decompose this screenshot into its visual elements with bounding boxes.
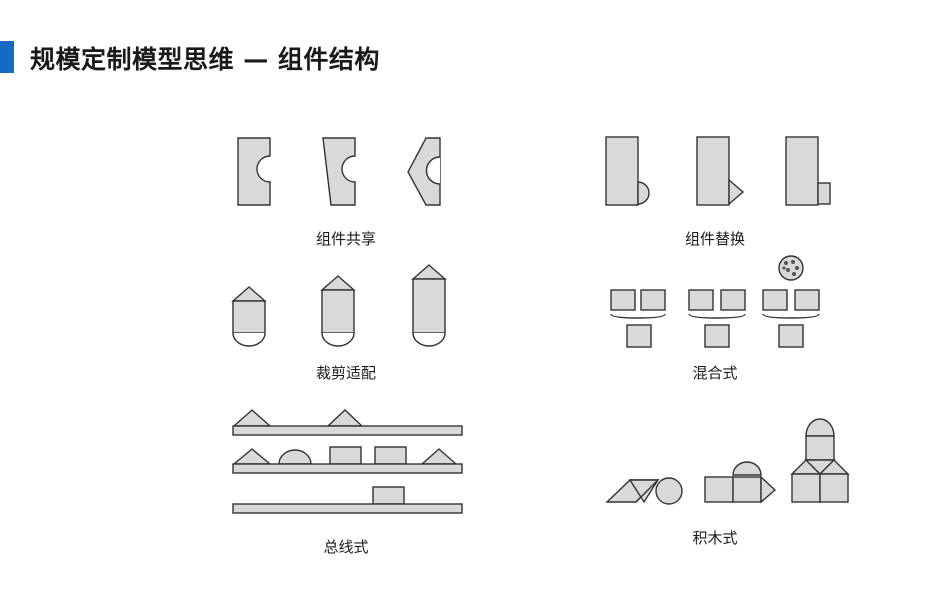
building-blocks-figure — [605, 418, 850, 505]
component-sharing-figure — [237, 137, 441, 206]
swap-body-1 — [605, 136, 639, 206]
swap-part-triangle — [728, 178, 745, 206]
swap-body-3 — [785, 136, 819, 206]
swap-part-semicircle — [637, 181, 650, 205]
bus-bar-1 — [232, 425, 463, 436]
caption-component-swapping: 组件替换 — [684, 230, 746, 248]
caption-bus: 总线式 — [323, 538, 369, 556]
component-swapping-figure — [605, 136, 831, 206]
caption-building-blocks: 积木式 — [692, 529, 738, 547]
swap-part-square — [817, 182, 831, 205]
caption-component-sharing: 组件共享 — [315, 230, 377, 248]
cut-to-fit-figure — [231, 264, 447, 347]
caption-cut-to-fit: 裁剪适配 — [315, 364, 377, 382]
bus-bar-3 — [232, 503, 463, 514]
title-accent-bar — [0, 41, 14, 73]
sharing-shape-2 — [322, 137, 356, 206]
bus-figure — [232, 409, 463, 514]
mix-figure — [610, 255, 820, 348]
swap-body-2 — [696, 136, 730, 206]
caption-mix: 混合式 — [692, 364, 738, 382]
bus-bar-2 — [232, 463, 463, 474]
page-title: 规模定制模型思维 — 组件结构 — [30, 45, 380, 74]
sharing-shape-1 — [237, 137, 271, 206]
